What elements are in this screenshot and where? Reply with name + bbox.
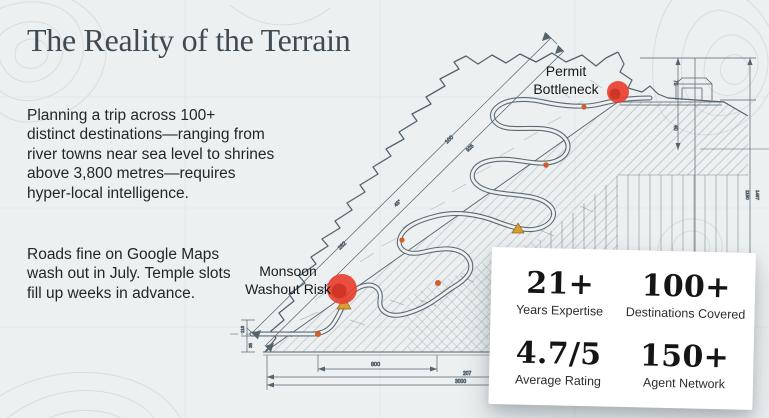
svg-text:45°: 45° (393, 199, 403, 209)
stat-value: 100+ (641, 268, 732, 306)
bottom-dimension-lines: 800 207 3000 (266, 355, 520, 390)
mountain-ridge (264, 51, 749, 353)
svg-text:100: 100 (444, 135, 455, 146)
stat-label: Years Expertise (515, 302, 604, 319)
svg-text:207: 207 (463, 371, 472, 377)
stat-value: 21+ (525, 266, 595, 303)
svg-text:1487: 1487 (755, 190, 760, 201)
svg-text:925: 925 (465, 143, 475, 153)
svg-text:75: 75 (672, 80, 678, 86)
permit-label-line1: Permit (545, 63, 587, 79)
intro-paragraph-1: Planning a trip across 100+ distinct des… (27, 106, 307, 203)
permit-bottleneck-label: Permit Bottleneck (508, 63, 624, 98)
intro-p1-line: hyper-local intelligence. (27, 184, 189, 202)
stat-label: Agent Network (642, 375, 726, 392)
stat-value: 150+ (639, 338, 730, 376)
permit-label-line2: Bottleneck (533, 80, 599, 97)
svg-text:3000: 3000 (455, 379, 466, 385)
stat-agent-network: 150+ Agent Network (621, 329, 749, 401)
intro-p2-line: fill up weeks in advance. (27, 284, 196, 302)
intro-p2-line: Roads fine on Google Maps (27, 246, 220, 263)
stat-average-rating: 4.7/5 Average Rating (495, 327, 623, 399)
stat-label: Destinations Covered (625, 305, 746, 323)
switchback-road (249, 95, 653, 337)
right-dimension-lines: 75 40 1150 1487 (640, 57, 769, 352)
intro-p1-line: river towns near sea level to shrines (27, 145, 275, 163)
svg-text:1150: 1150 (745, 190, 750, 200)
risk-markers (327, 81, 629, 304)
svg-text:800: 800 (371, 362, 380, 368)
svg-text:118: 118 (240, 325, 245, 333)
svg-text:282: 282 (337, 241, 348, 252)
stat-value: 4.7/5 (515, 335, 602, 373)
monsoon-label-line2: Washout Risk (245, 280, 331, 297)
intro-paragraph-2: Roads fine on Google Maps wash out in Ju… (27, 245, 247, 303)
slope-dimension-lines: 282 100 925 45° (246, 32, 565, 352)
svg-text:35: 35 (248, 342, 253, 348)
intro-p2-line: wash out in July. Temple slots (27, 265, 231, 283)
intro-p1-line: above 3,800 metres—requires (27, 165, 236, 183)
waypoint-dots (315, 104, 587, 337)
summit-shrine (675, 77, 713, 100)
stat-years-expertise: 21+ Years Expertise (496, 257, 624, 329)
stat-label: Average Rating (514, 372, 602, 389)
monsoon-label-line1: Monsoon (259, 263, 317, 279)
page-title: The Reality of the Terrain (27, 22, 351, 58)
stats-card: 21+ Years Expertise 100+ Destinations Co… (488, 247, 756, 410)
left-dimension-lines: 118 35 (240, 319, 255, 353)
intro-p1-line: Planning a trip across 100+ (27, 107, 216, 124)
intro-p1-line: distinct destinations—ranging from (27, 126, 265, 144)
stat-destinations-covered: 100+ Destinations Covered (622, 260, 750, 332)
monsoon-washout-label: Monsoon Washout Risk (226, 263, 350, 298)
svg-text:40: 40 (672, 125, 678, 131)
